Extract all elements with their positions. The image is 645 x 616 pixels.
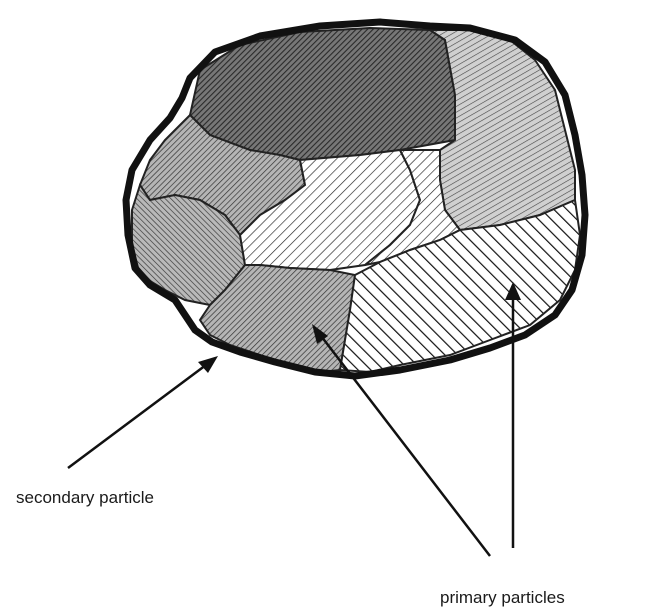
secondary-particle-arrow bbox=[68, 362, 210, 468]
primary-particle-arrow-left bbox=[318, 332, 490, 556]
secondary-particle-label: secondary particle bbox=[16, 488, 154, 508]
secondary-particle-arrowhead bbox=[198, 356, 218, 373]
primary-particles-label: primary particles bbox=[440, 588, 565, 608]
secondary-particle bbox=[126, 22, 585, 376]
